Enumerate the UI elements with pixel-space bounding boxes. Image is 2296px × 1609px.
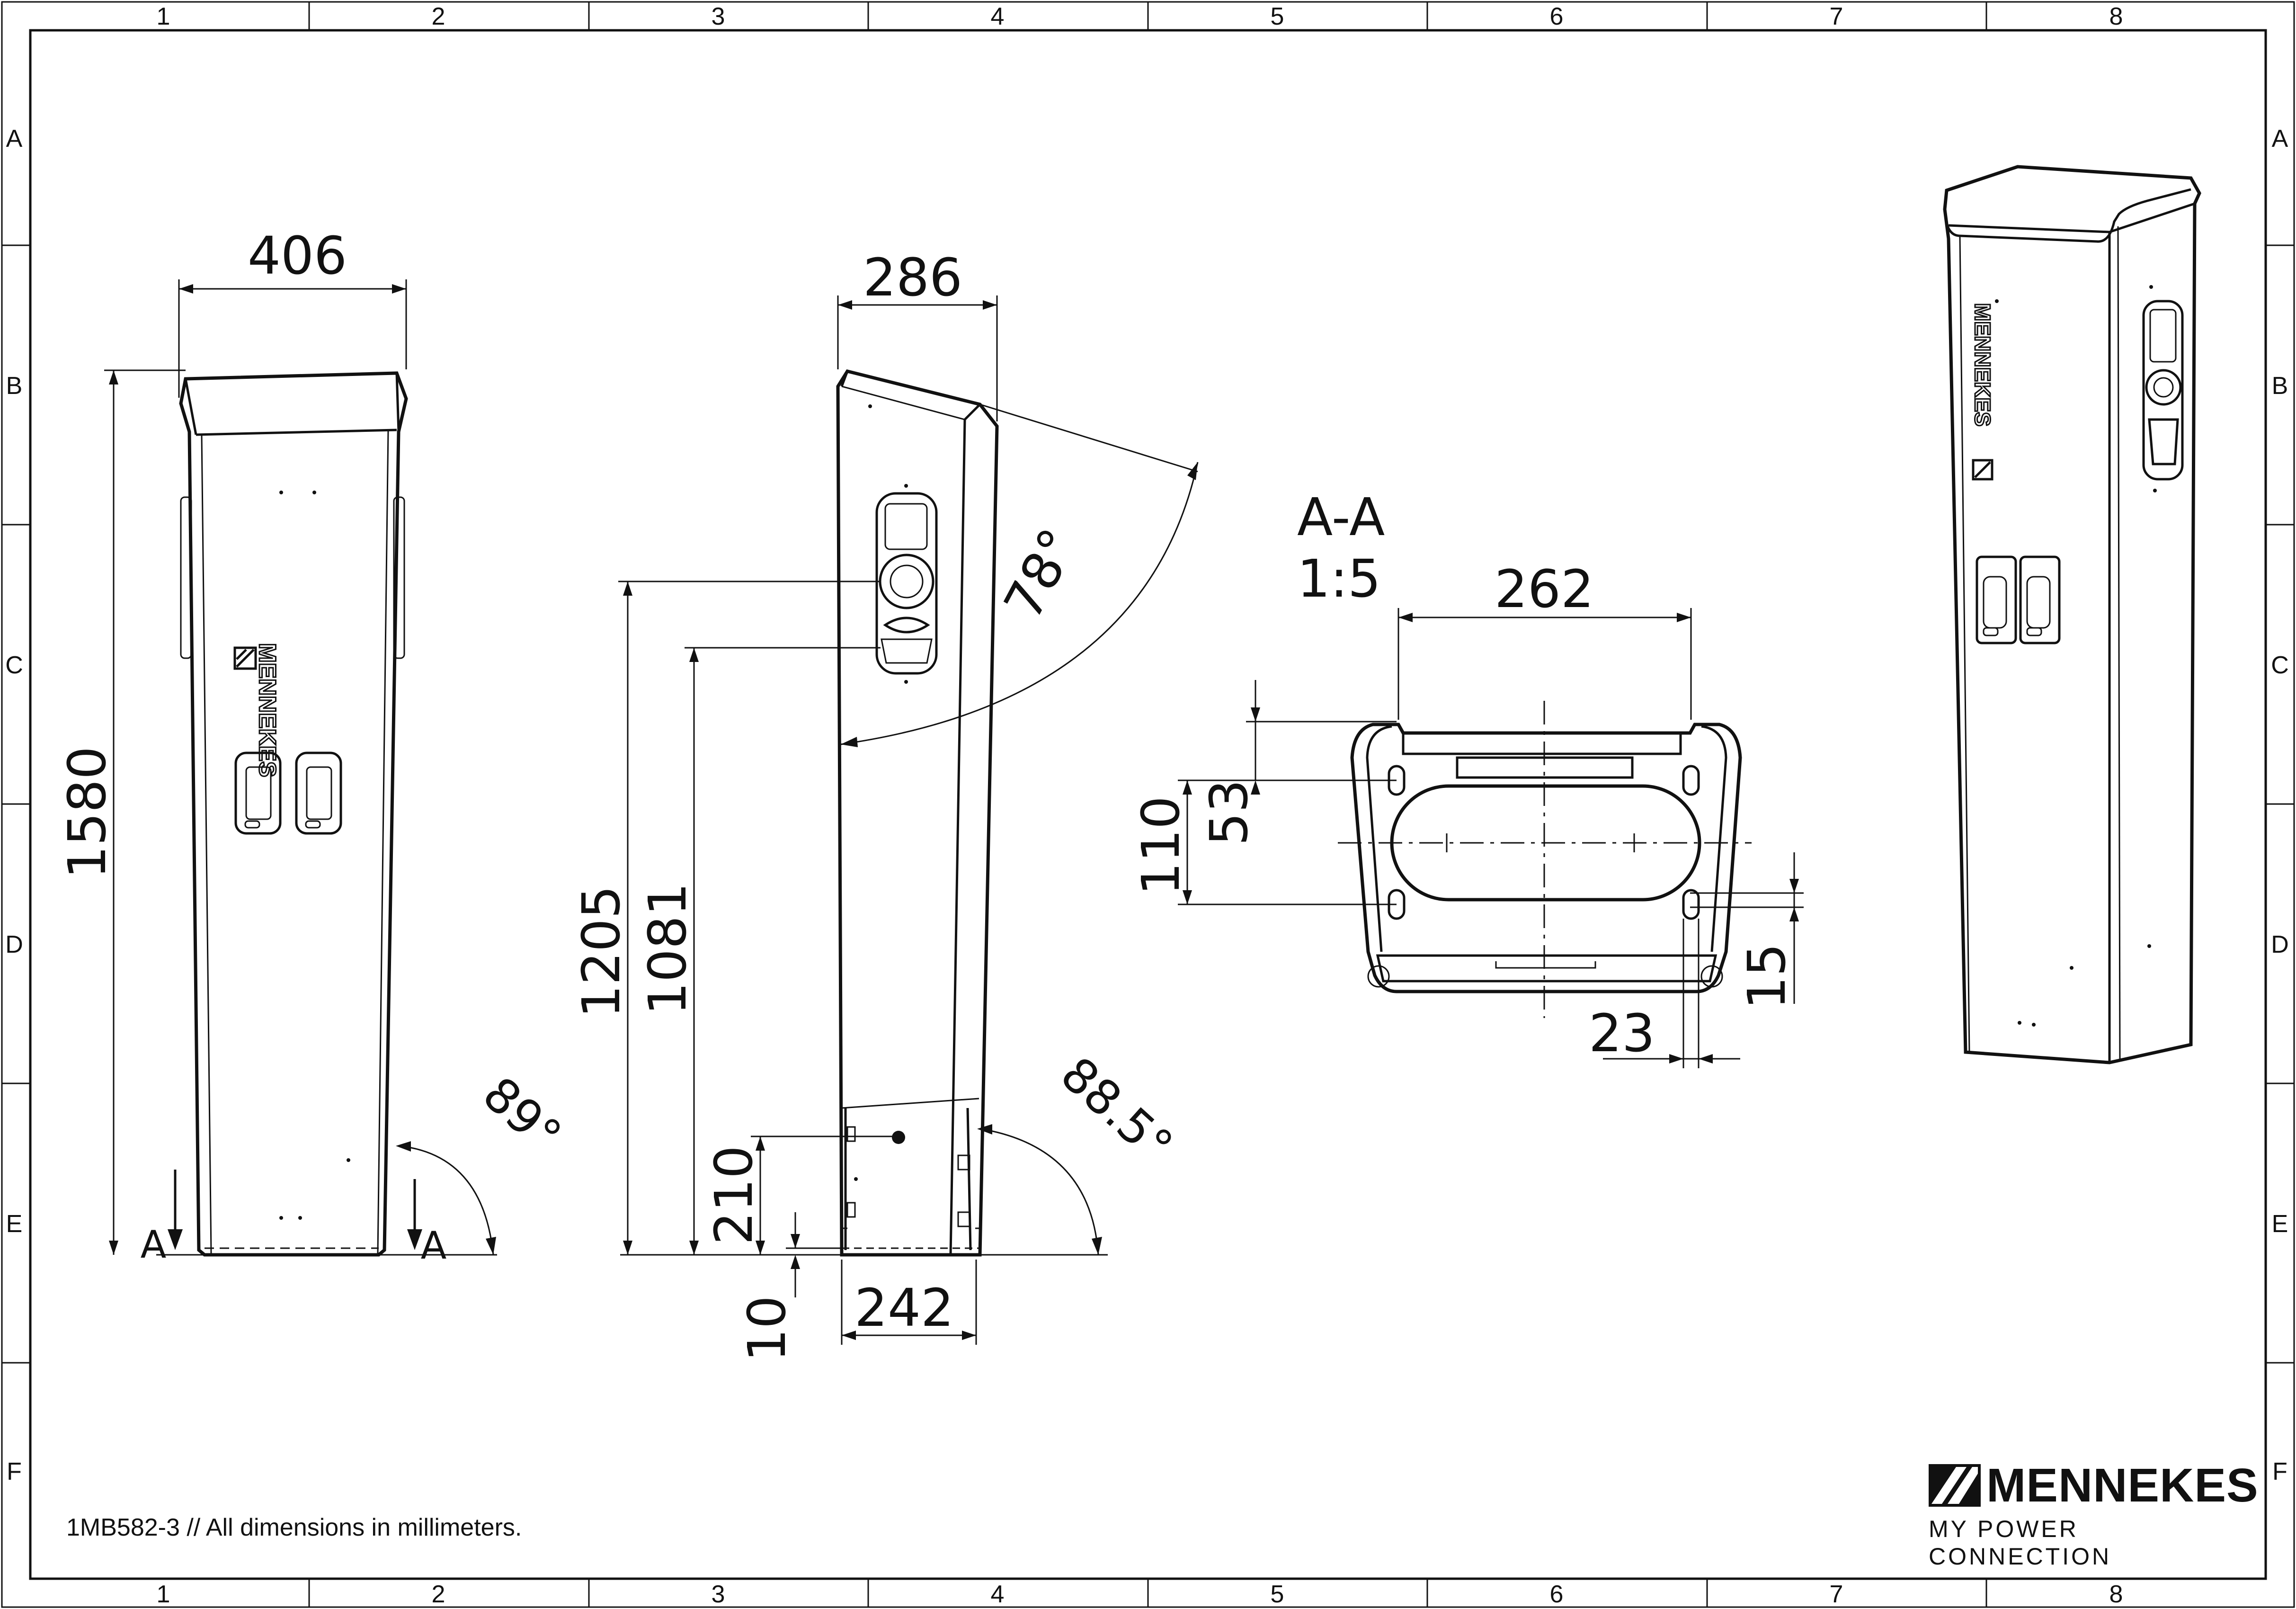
dim-286: 286 — [863, 247, 962, 308]
col-label: 1 — [157, 1581, 170, 1608]
row-label: C — [5, 652, 23, 679]
col-label: 6 — [1550, 1581, 1564, 1608]
row-label: E — [2272, 1210, 2288, 1238]
isometric-view: MENNEKES — [1943, 165, 2201, 1064]
mennekes-logo-icon — [1929, 1464, 1981, 1507]
row-labels-left: A B C D E F — [5, 125, 23, 1485]
side-charging-interface — [875, 492, 938, 675]
col-label: 7 — [1830, 3, 1843, 30]
side-view: 286 78° 1205 1081 210 10 242 — [571, 247, 1199, 1362]
col-label: 4 — [991, 3, 1005, 30]
dim-210: 210 — [703, 1145, 764, 1245]
col-label: 1 — [157, 3, 170, 30]
col-label: 6 — [1550, 3, 1564, 30]
row-label: C — [2271, 652, 2289, 679]
row-labels-right: A B C D E F — [2271, 125, 2289, 1485]
brand-tagline: MY POWER CONNECTION — [1929, 1516, 2112, 1570]
section-aa-view: A-A 1:5 262 110 — [1130, 487, 1804, 1068]
col-label: 3 — [712, 3, 725, 30]
column-labels-top: 1 2 3 4 5 6 7 8 — [157, 3, 2123, 30]
side-base-section — [841, 1098, 980, 1251]
dim-1205: 1205 — [571, 885, 632, 1018]
column-labels-bottom: 1 2 3 4 5 6 7 8 — [157, 1581, 2123, 1608]
section-outline — [1350, 723, 1742, 993]
row-label: E — [6, 1210, 23, 1238]
col-label: 5 — [1271, 3, 1284, 30]
col-label: 4 — [991, 1581, 1005, 1608]
dim-10: 10 — [737, 1296, 797, 1362]
dim-88-5-degrees: 88.5° — [1050, 1046, 1184, 1174]
section-mark-left: A — [141, 1223, 167, 1267]
row-label: B — [6, 372, 23, 400]
row-label: A — [2272, 125, 2288, 152]
dim-78-degrees: 78° — [992, 519, 1089, 629]
front-pillar-outline — [179, 371, 408, 1257]
section-scale: 1:5 — [1297, 548, 1381, 609]
brand-name: MENNEKES — [1986, 1459, 2259, 1512]
front-view: MENNEKES 406 1580 — [57, 225, 572, 1268]
iso-pillar-outline — [1943, 165, 2201, 1064]
section-mark-right: A — [421, 1224, 447, 1268]
col-label: 5 — [1271, 1581, 1284, 1608]
dim-1580: 1580 — [57, 746, 117, 879]
row-label: D — [5, 931, 23, 958]
col-label: 2 — [432, 3, 445, 30]
front-socket-panels — [234, 751, 342, 835]
row-label: F — [2272, 1458, 2287, 1485]
dim-406: 406 — [248, 225, 347, 286]
col-label: 3 — [712, 1581, 725, 1608]
footer-note: 1MB582-3 // All dimensions in millimeter… — [66, 1514, 522, 1541]
dim-53: 53 — [1199, 779, 1259, 846]
dim-1081: 1081 — [637, 883, 698, 1015]
iso-logo-text: MENNEKES — [1970, 303, 1995, 427]
iso-socket-panels — [1976, 555, 2061, 644]
dim-110: 110 — [1130, 796, 1191, 895]
col-label: 8 — [2109, 1581, 2123, 1608]
column-ticks — [308, 2, 1987, 1607]
dim-15: 15 — [1736, 943, 1797, 1010]
row-label: F — [7, 1458, 22, 1485]
section-title: A-A — [1297, 487, 1385, 547]
dim-89-degrees: 89° — [472, 1066, 572, 1164]
col-label: 2 — [432, 1581, 445, 1608]
front-mennekes-logo: MENNEKES — [233, 643, 282, 778]
col-label: 8 — [2109, 3, 2123, 30]
dim-262: 262 — [1495, 559, 1594, 619]
row-label: A — [6, 125, 23, 152]
row-label: D — [2271, 931, 2289, 958]
brand-block: MENNEKES MY POWER CONNECTION — [1929, 1459, 2258, 1570]
iso-charging-interface — [2142, 300, 2184, 481]
dim-23: 23 — [1589, 1003, 1655, 1064]
row-label: B — [2272, 372, 2288, 400]
row-ticks — [2, 244, 2294, 1364]
iso-mennekes-logo: MENNEKES — [1970, 303, 1996, 481]
col-label: 7 — [1830, 1581, 1843, 1608]
dim-242: 242 — [854, 1278, 954, 1338]
